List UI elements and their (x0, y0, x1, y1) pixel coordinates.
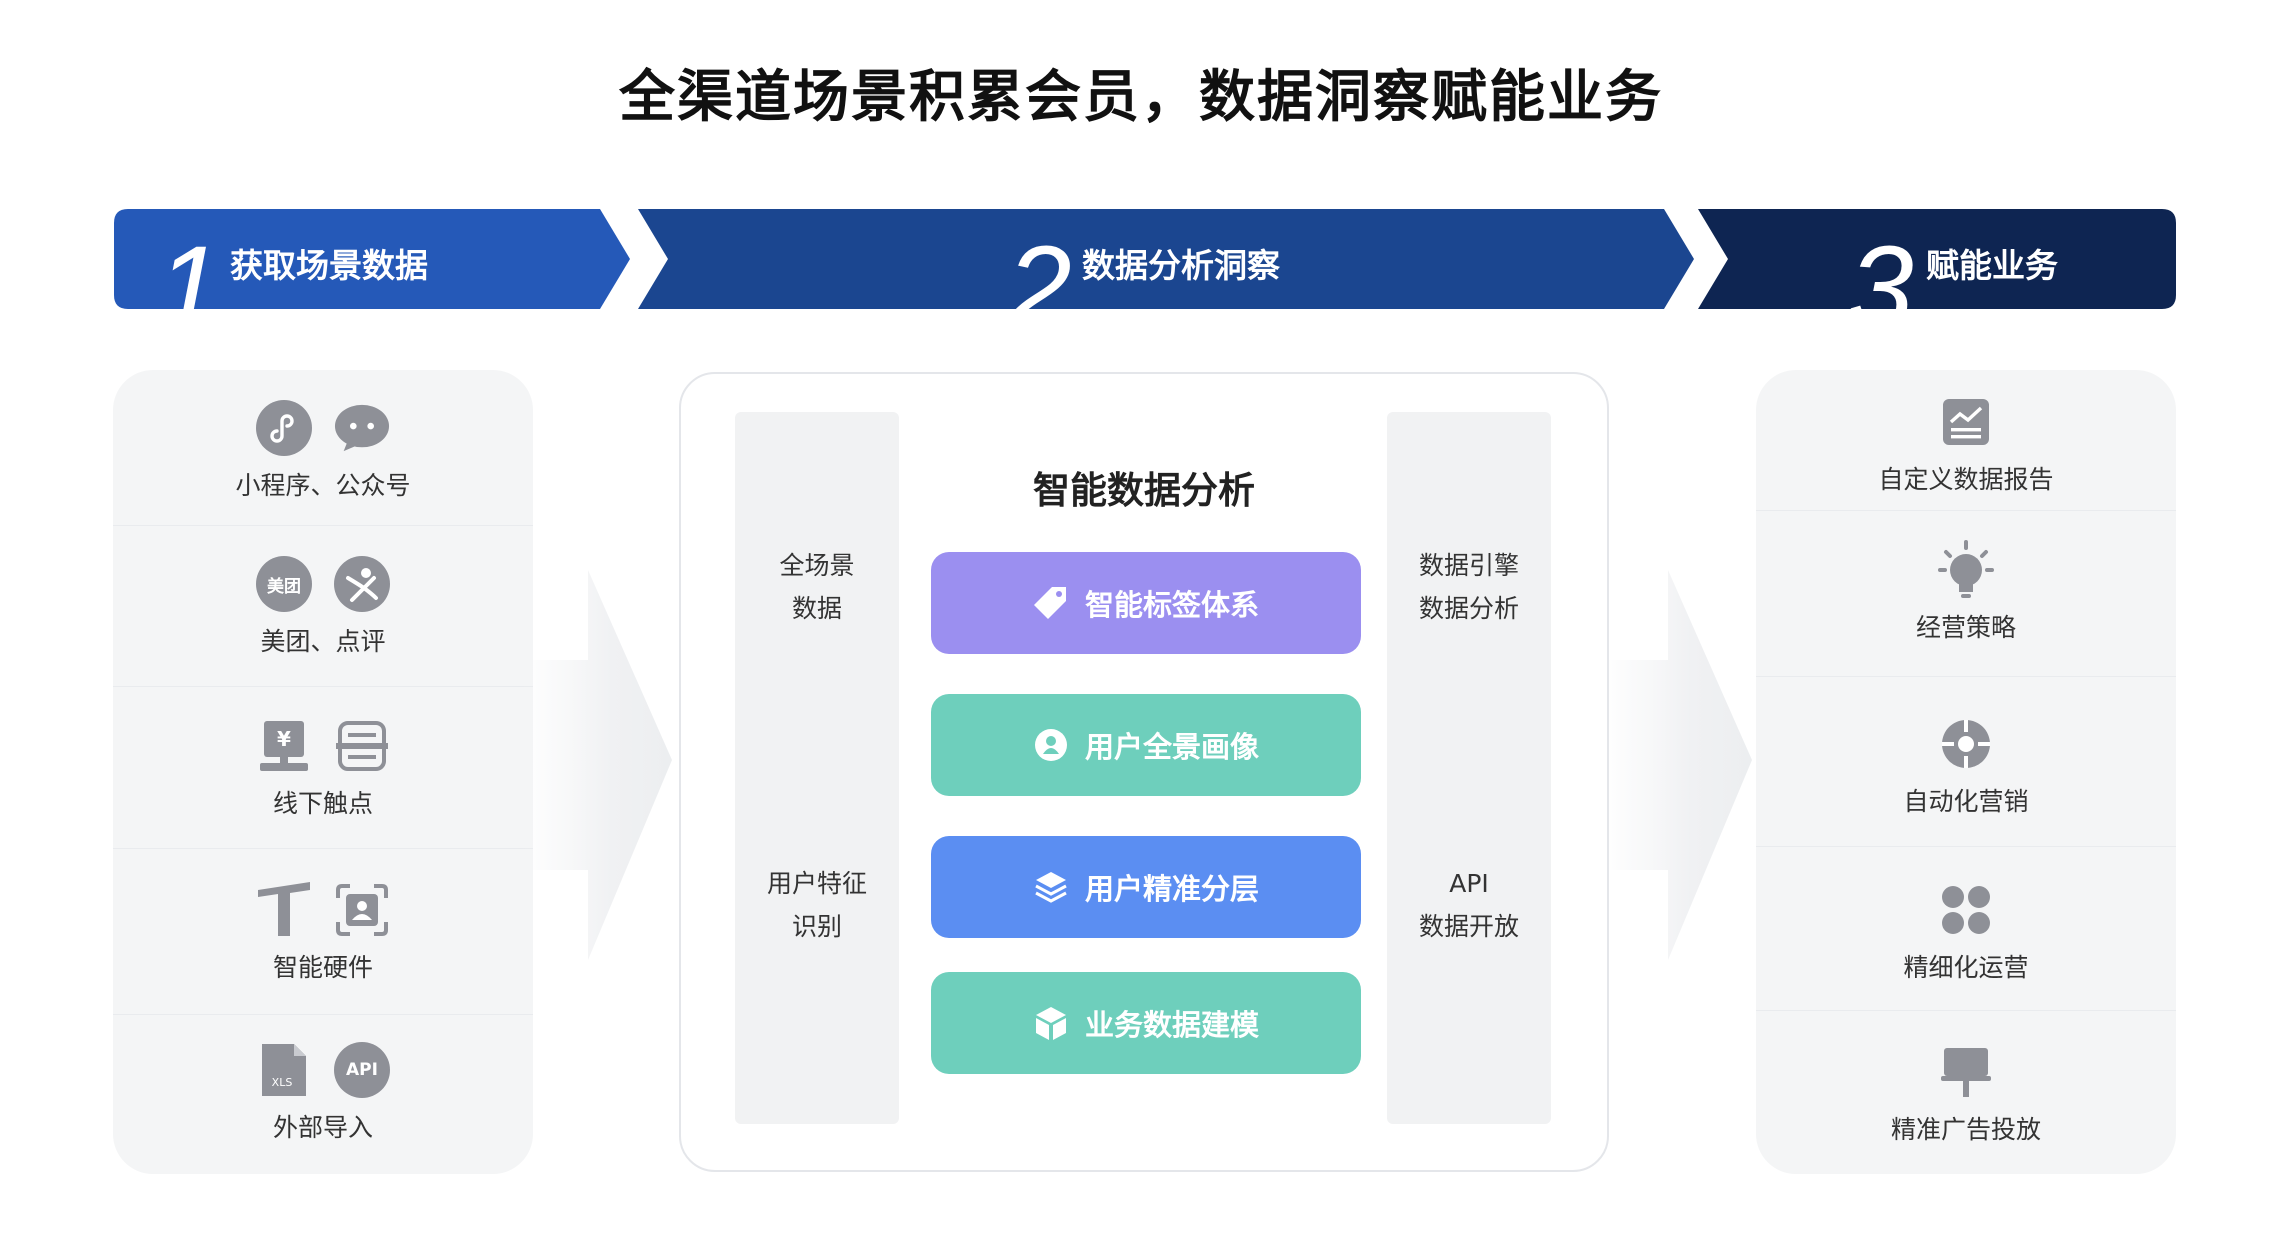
left-column: 全场景 数据 用户特征 识别 (735, 412, 899, 1124)
enable-automation: 自动化营销 (1756, 716, 2176, 818)
feature-tag-system: 智能标签体系 (931, 552, 1361, 654)
flow-arrow-right (1600, 570, 1752, 960)
divider (113, 848, 533, 849)
face-scan-icon (334, 882, 390, 938)
source-offline: ¥ 线下触点 (113, 718, 533, 820)
source-label: 线下触点 (272, 789, 373, 818)
source-import: XLS API 外部导入 (113, 1042, 533, 1144)
step-3-banner: 3 赋能业务 (1698, 209, 2176, 347)
enable-ads: 精准广告投放 (1756, 1044, 2176, 1146)
source-hardware: 智能硬件 (113, 882, 533, 984)
divider (1756, 510, 2176, 511)
feature-label: 业务数据建模 (1084, 1008, 1259, 1042)
source-label: 美团、点评 (260, 627, 386, 656)
billboard-icon (1938, 1044, 1994, 1100)
cashier-icon: ¥ (256, 718, 312, 774)
step-1-banner: 1 获取场景数据 (114, 209, 630, 347)
feature-label: 用户精准分层 (1084, 872, 1259, 906)
feature-label: 用户全景画像 (1084, 730, 1259, 764)
step-2-label: 数据分析洞察 (1082, 246, 1280, 285)
analysis-title: 智能数据分析 (1033, 469, 1255, 512)
right-column-top: 数据引擎 数据分析 (1387, 544, 1551, 630)
step-3-label: 赋能业务 (1926, 246, 2058, 285)
api-icon: API (334, 1042, 390, 1098)
report-icon (1938, 394, 1994, 450)
left-column-top: 全场景 数据 (735, 544, 899, 630)
step-3-number: 3 (1848, 222, 1914, 354)
step-1-number: 1 (156, 222, 222, 354)
feature-data-modeling: 业务数据建模 (931, 972, 1361, 1074)
enable-label: 精细化运营 (1903, 953, 2029, 982)
scanner-icon (334, 718, 390, 774)
divider (1756, 846, 2176, 847)
target-icon (1938, 716, 1994, 772)
business-enablement-panel: 自定义数据报告 经营策略 自动化营销 精细化运营 (1756, 370, 2176, 1174)
feature-user-layering: 用户精准分层 (931, 836, 1361, 938)
col-line: 数据 (791, 594, 842, 623)
layers-icon (1033, 869, 1069, 905)
enable-strategy: 经营策略 (1756, 540, 2176, 644)
analysis-panel: 全场景 数据 用户特征 识别 数据引擎 数据分析 API 数据开放 智能数据分析… (679, 372, 1609, 1172)
col-line: 用户特征 (766, 869, 867, 898)
svg-text:XLS: XLS (272, 1076, 293, 1089)
step-2-shape (638, 209, 1694, 309)
xls-file-icon: XLS (256, 1042, 312, 1098)
col-line: 数据分析 (1418, 594, 1519, 623)
feature-user-profile: 用户全景画像 (931, 694, 1361, 796)
col-line: 数据引擎 (1418, 551, 1519, 580)
col-line: 数据开放 (1418, 912, 1519, 941)
svg-text:¥: ¥ (277, 727, 291, 751)
data-sources-panel: 小程序、公众号 美团 美团、点评 ¥ 线下触点 (113, 370, 533, 1174)
hardware-icon (256, 882, 312, 938)
col-line: 全场景 (779, 551, 855, 580)
lightbulb-icon (1938, 540, 1994, 598)
right-column: 数据引擎 数据分析 API 数据开放 (1387, 412, 1551, 1124)
feature-label: 智能标签体系 (1084, 588, 1259, 622)
step-1-label: 获取场景数据 (230, 246, 428, 285)
step-2-banner: 2 数据分析洞察 (638, 209, 1694, 347)
left-column-bottom: 用户特征 识别 (735, 862, 899, 948)
divider (1756, 676, 2176, 677)
divider (113, 525, 533, 526)
source-label: 智能硬件 (272, 953, 373, 982)
user-icon (1033, 727, 1069, 763)
source-meituan: 美团 美团、点评 (113, 556, 533, 658)
source-label: 小程序、公众号 (235, 471, 411, 500)
right-column-bottom: API 数据开放 (1387, 862, 1551, 948)
wechat-icon (334, 400, 390, 456)
enable-operations: 精细化运营 (1756, 882, 2176, 984)
divider (113, 1014, 533, 1015)
grid-icon (1938, 882, 1994, 938)
flow-arrow-left (520, 570, 672, 960)
divider (113, 686, 533, 687)
page-title: 全渠道场景积累会员，数据洞察赋能业务 (619, 65, 1663, 130)
enable-label: 自动化营销 (1903, 787, 2029, 816)
step-1-shape (114, 209, 630, 309)
enable-label: 经营策略 (1915, 613, 2016, 642)
meituan-icon: 美团 (256, 556, 312, 612)
source-mini-program: 小程序、公众号 (113, 400, 533, 502)
step-3-shape (1698, 209, 2176, 309)
divider (1756, 1010, 2176, 1011)
enable-label: 自定义数据报告 (1878, 465, 2054, 494)
mini-program-icon (256, 400, 312, 456)
cube-icon (1033, 1005, 1069, 1041)
source-label: 外部导入 (272, 1113, 373, 1142)
step-2-number: 2 (1006, 222, 1072, 354)
col-line: API (1449, 869, 1489, 898)
enable-label: 精准广告投放 (1890, 1115, 2041, 1144)
enable-report: 自定义数据报告 (1756, 394, 2176, 496)
col-line: 识别 (791, 912, 842, 941)
tag-icon (1033, 585, 1069, 621)
dianping-icon (334, 556, 390, 612)
